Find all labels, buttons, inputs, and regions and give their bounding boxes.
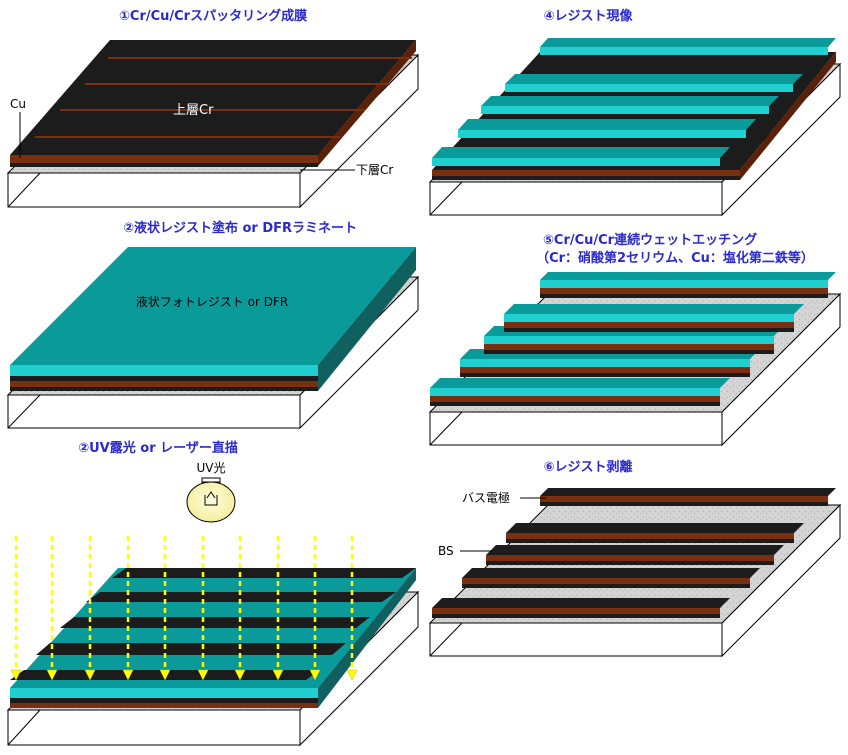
- panel-step6: バス電極 BS: [428, 488, 842, 658]
- upper-cr-label: 上層Cr: [173, 103, 214, 118]
- lower-cr-label: 下層Cr: [356, 163, 393, 177]
- light-bulb-icon: [186, 477, 236, 523]
- step5-subtitle: （Cr：硝酸第2セリウム、Cu：塩化第二鉄等）: [536, 250, 814, 266]
- uv-label: UV光: [197, 461, 226, 475]
- step6-title: ⑥レジスト剥離: [543, 459, 632, 475]
- step3-title: ②UV露光 or レーザー直描: [78, 440, 238, 456]
- bus-electrode-label: バス電極: [462, 490, 510, 505]
- panel-step1: 上層Cr Cu 下層Cr: [6, 40, 420, 209]
- panel-step2: 液状フォトレジスト or DFR: [6, 247, 420, 430]
- cu-label: Cu: [10, 97, 26, 111]
- resist-label: 液状フォトレジスト or DFR: [136, 294, 288, 309]
- step1-title: ①Cr/Cu/Crスパッタリング成膜: [119, 8, 307, 24]
- step2-title: ②液状レジスト塗布 or DFRラミネート: [123, 220, 357, 236]
- bs-label: BS: [438, 544, 454, 558]
- panel-step5: [428, 272, 842, 447]
- panel-step4: [428, 38, 842, 217]
- panel-step3: UV光: [6, 461, 420, 747]
- step4-title: ④レジスト現像: [543, 8, 633, 24]
- step5-title: ⑤Cr/Cu/Cr連続ウェットエッチング: [543, 232, 757, 248]
